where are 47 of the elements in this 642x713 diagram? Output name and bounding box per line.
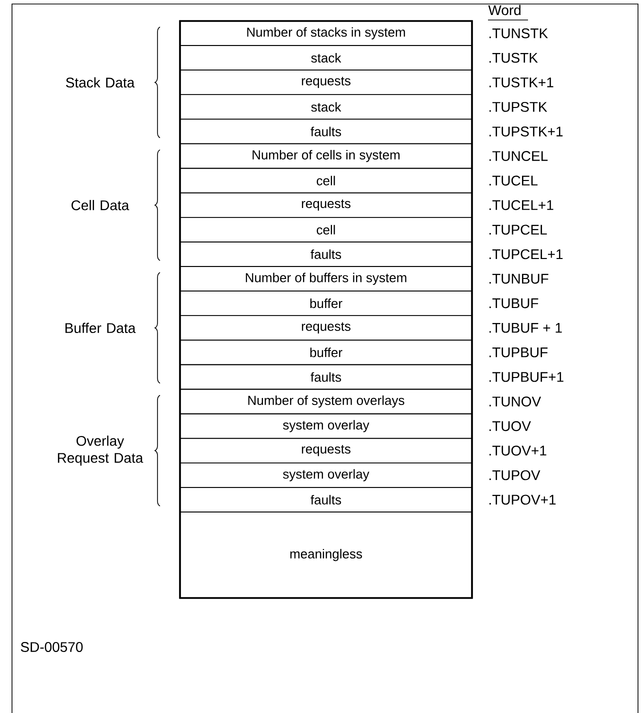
group-label: Stack Data (66, 77, 135, 88)
table-row: stack (180, 94, 472, 120)
word-label: .TUPCEL+1 (489, 249, 563, 260)
word-label: .TUSTK+1 (489, 77, 554, 88)
word-label: .TUNOV (489, 396, 542, 406)
table-row: buffer (180, 340, 472, 366)
table-row: Number of buffers in system (180, 266, 472, 292)
word-label: .TUPBUF+1 (489, 372, 564, 382)
table-row: Number of system overlays (180, 388, 472, 414)
table-row: stack (180, 45, 472, 70)
table-row: buffer (180, 290, 472, 316)
table-row: cell (180, 217, 472, 242)
group-label: Buffer Data (65, 322, 136, 334)
word-label: .TUPSTK (489, 102, 548, 112)
table-row: cell (180, 168, 472, 194)
group-label: Overlay Request Data (58, 436, 144, 466)
table-row: faults (180, 364, 472, 390)
word-label: .TUPBUF (489, 348, 548, 358)
word-label: .TUNBUF (489, 274, 548, 284)
word-label: .TUOV (489, 421, 531, 432)
table-row: faults (180, 118, 472, 144)
word-label: .TUBUF (489, 298, 538, 308)
table-row: faults (180, 242, 472, 267)
word-label: .TUNSTK (489, 28, 548, 38)
table-row: Number of cells in system (180, 143, 472, 169)
word-label: .TUPCEL (489, 224, 547, 235)
table-row: system overlay (180, 413, 472, 439)
word-label: .TUPOV (489, 470, 540, 480)
word-label: .TUBUF + 1 (489, 323, 562, 333)
word-label: .TUSTK (489, 52, 538, 63)
node-label: Number of stacks in system (247, 27, 405, 40)
word-label: .TUCEL (489, 176, 538, 186)
word-label: .TUPSTK+1 (489, 126, 563, 136)
table-row: requests (180, 315, 472, 341)
word-label: .TUPOV+1 (489, 494, 556, 505)
table-row: system overlay (180, 462, 472, 488)
column-heading: Word (488, 4, 520, 16)
group-label: Cell Data (72, 200, 130, 210)
word-label: .TUOV+1 (489, 446, 546, 456)
table-row: meaningless (180, 512, 472, 598)
table-row: requests (180, 192, 472, 218)
word-label: .TUNCEL (489, 151, 548, 161)
table-row: requests (180, 438, 472, 464)
figure-code: SD-00570 (20, 642, 83, 652)
word-label: .TUCEL+1 (489, 200, 554, 210)
table-row: faults (180, 487, 472, 512)
table-row: requests (180, 70, 472, 96)
